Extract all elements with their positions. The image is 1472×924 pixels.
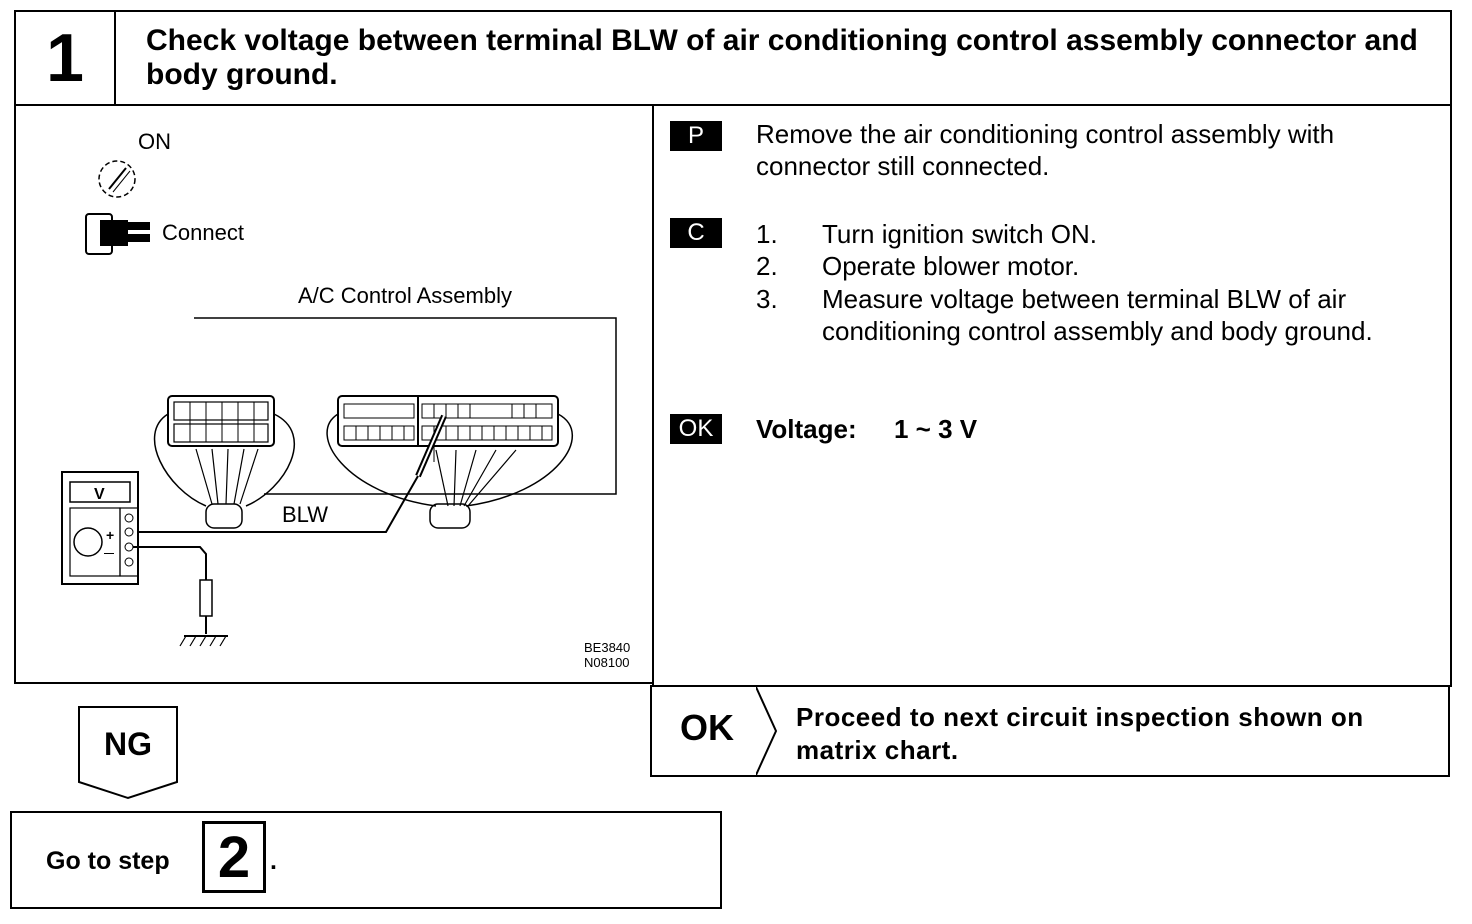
ok-result-text: Proceed to next circuit inspection shown…: [796, 702, 1364, 765]
ok-arrow-divider: [756, 687, 778, 775]
spec-value: 1 ~ 3 V: [894, 414, 978, 444]
step-2-text: Operate blower motor.: [822, 251, 1080, 281]
step-3-num: 3.: [756, 284, 778, 314]
assembly-label: A/C Control Assembly: [298, 283, 512, 308]
svg-text:+: +: [106, 527, 114, 543]
on-label: ON: [138, 129, 171, 154]
test-probe: [415, 414, 447, 478]
procedure-panel: P Remove the air conditioning control as…: [652, 104, 1452, 687]
spec-label: Voltage:: [756, 414, 857, 444]
voltmeter-icon: V + —: [61, 471, 139, 585]
step-3-text: Measure voltage between terminal BLW of …: [822, 284, 1373, 346]
meter-label: V: [94, 486, 105, 503]
goto-suffix: .: [270, 847, 277, 875]
blw-label: BLW: [282, 502, 328, 527]
ng-badge-shape: [78, 706, 178, 800]
wiring-diagram: ON Connect A/C Control Assembly: [61, 129, 630, 670]
svg-text:—: —: [104, 548, 114, 559]
goto-text: Go to step: [46, 847, 170, 875]
ref-code-2: N08100: [584, 655, 630, 670]
blw-wire: [138, 475, 419, 533]
goto-step-number[interactable]: 2: [202, 821, 266, 893]
ok-tag: OK: [670, 414, 722, 444]
step-1-text: Turn ignition switch ON.: [822, 219, 1098, 249]
connector-icon: [85, 213, 150, 255]
right-connector: [326, 395, 574, 529]
left-connector: [153, 395, 295, 529]
step-title: Check voltage between terminal BLW of ai…: [146, 24, 1418, 91]
prep-text: Remove the air conditioning control asse…: [756, 119, 1335, 181]
connect-label: Connect: [162, 220, 244, 245]
prep-tag: P: [670, 121, 722, 151]
assembly-outline: [194, 317, 617, 495]
ng-label: NG: [104, 726, 152, 762]
step-2-num: 2.: [756, 251, 778, 281]
step-header: 1 Check voltage between terminal BLW of …: [14, 10, 1452, 106]
ng-badge: NG: [78, 706, 178, 800]
step-1-num: 1.: [756, 219, 778, 249]
goto-step-box: Go to step 2 .: [10, 811, 722, 909]
ok-result-box: OK Proceed to next circuit inspection sh…: [650, 685, 1450, 777]
step-number: 1: [16, 12, 116, 104]
check-tag: C: [670, 218, 722, 248]
ref-code-1: BE3840: [584, 640, 630, 655]
diagram-panel: ON Connect A/C Control Assembly: [14, 104, 654, 684]
ground-icon: [133, 546, 228, 647]
ok-result-label: OK: [680, 707, 734, 748]
ignition-key-icon: [98, 160, 136, 198]
